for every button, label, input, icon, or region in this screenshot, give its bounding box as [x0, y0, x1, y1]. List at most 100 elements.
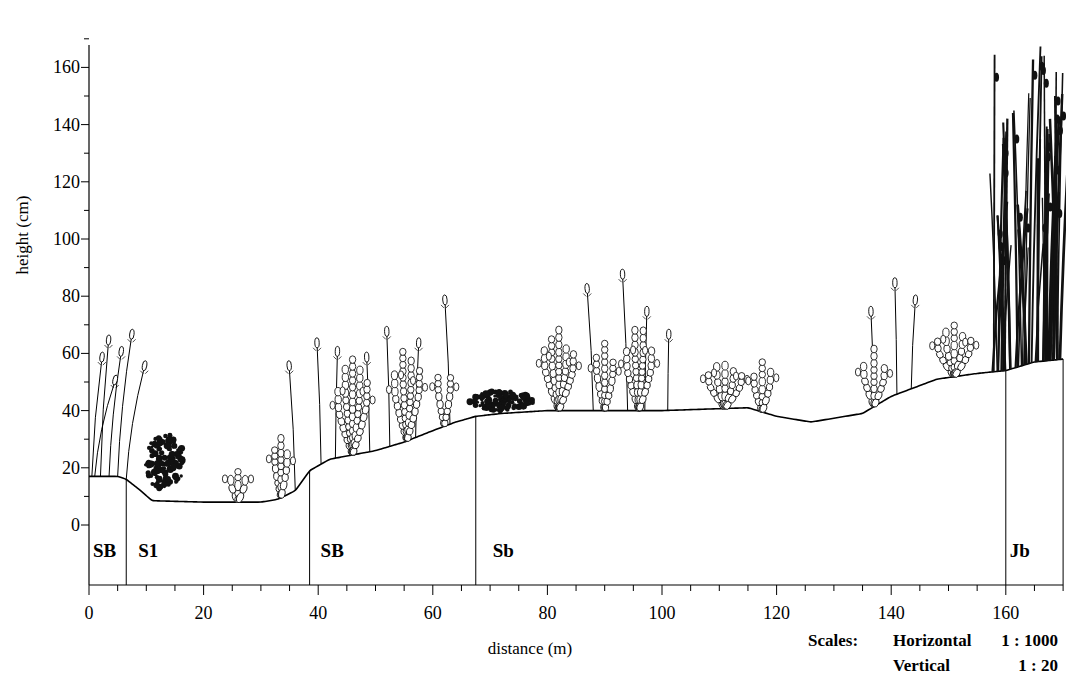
- x-tick: [919, 585, 920, 591]
- x-tick: [833, 585, 834, 591]
- grass-plant: [313, 338, 321, 464]
- y-tick: [81, 239, 89, 240]
- y-tick: [81, 525, 89, 526]
- tick-label: 0: [85, 604, 94, 622]
- succulent-plant: [430, 374, 459, 427]
- succulent-plant: [618, 326, 659, 412]
- x-tick: [203, 585, 204, 595]
- y-tick: [84, 38, 89, 39]
- tick-label: 140: [53, 116, 80, 134]
- grass-plant: [415, 338, 423, 438]
- succulent-plant: [588, 340, 621, 411]
- x-tick: [174, 585, 175, 591]
- axes: [81, 39, 1063, 595]
- tick-label: 20: [62, 459, 80, 477]
- x-tick: [289, 585, 290, 591]
- x-tick: [891, 585, 892, 595]
- y-tick: [81, 67, 89, 68]
- x-tick: [1063, 585, 1064, 591]
- x-tick: [633, 585, 634, 591]
- grass-plant: [109, 346, 125, 476]
- grass-plant: [619, 269, 628, 410]
- x-tick: [776, 585, 777, 595]
- scale-note: Horizontal: [893, 632, 971, 649]
- x-tick: [690, 585, 691, 591]
- tick-label: 160: [992, 604, 1019, 622]
- succulent-plant: [855, 345, 892, 408]
- x-tick: [260, 585, 261, 591]
- profile-edge: [1063, 359, 1064, 585]
- succulent-plant: [222, 469, 253, 504]
- x-tick: [719, 585, 720, 591]
- scale-value: 1 : 1000: [1001, 632, 1058, 649]
- grass-plant: [118, 329, 136, 476]
- x-tick: [375, 585, 376, 591]
- tick-label: 20: [195, 604, 213, 622]
- grass-plant: [665, 329, 673, 410]
- y-tick: [84, 267, 89, 268]
- x-tick: [747, 585, 748, 591]
- x-tick: [232, 585, 233, 591]
- zone-band: SB: [310, 541, 476, 567]
- tick-label: 60: [424, 604, 442, 622]
- succulent-plant: [700, 361, 749, 410]
- tick-label: 160: [53, 58, 80, 76]
- zone-divider: [1005, 371, 1006, 585]
- succulent-plant: [536, 326, 581, 412]
- zone-label: SB: [92, 541, 117, 560]
- x-tick: [461, 585, 462, 591]
- y-tick: [84, 153, 89, 154]
- axis-title: distance (m): [488, 640, 573, 657]
- tick-label: 100: [53, 230, 80, 248]
- y-tick: [81, 410, 89, 411]
- x-tick: [404, 585, 405, 591]
- scale-note: Vertical: [893, 657, 950, 674]
- x-tick: [346, 585, 347, 591]
- succulent-plant: [266, 434, 295, 498]
- x-tick: [948, 585, 949, 591]
- zone-band: Jb: [1006, 541, 1063, 567]
- tick-label: 80: [62, 287, 80, 305]
- grass-plant: [383, 326, 391, 446]
- dark-shrub: [467, 388, 535, 413]
- x-tick: [547, 585, 548, 595]
- y-tick: [84, 210, 89, 211]
- zone-divider: [126, 479, 127, 585]
- tick-label: 80: [538, 604, 556, 622]
- x-tick: [318, 585, 319, 595]
- succulent-plant: [930, 322, 979, 379]
- tick-label: 0: [71, 516, 80, 534]
- grass-plant: [911, 295, 919, 389]
- tick-label: 120: [53, 173, 80, 191]
- vegetation: [92, 46, 1066, 503]
- dark-shrub: [144, 433, 186, 492]
- zone-label: S1: [137, 541, 159, 560]
- tick-label: 100: [649, 604, 676, 622]
- x-tick: [432, 585, 433, 595]
- grass-plant: [100, 335, 112, 477]
- y-tick: [84, 324, 89, 325]
- zone-label: Sb: [492, 541, 515, 560]
- y-tick: [84, 439, 89, 440]
- succulent-plant: [746, 359, 779, 414]
- x-tick: [117, 585, 118, 591]
- y-tick: [81, 296, 89, 297]
- rush-stand: [990, 46, 1066, 371]
- scale-note: Scales:: [808, 632, 858, 649]
- ground-profile: [89, 359, 1063, 502]
- zone-divider: [475, 416, 476, 585]
- y-tick: [81, 181, 89, 182]
- x-tick: [89, 585, 90, 595]
- y-tick: [84, 96, 89, 97]
- x-tick: [662, 585, 663, 595]
- grass-plant: [363, 352, 371, 452]
- x-tick: [518, 585, 519, 591]
- zone-divider: [309, 471, 310, 585]
- scale-value: 1 : 20: [1018, 657, 1058, 674]
- x-tick: [604, 585, 605, 591]
- x-tick: [1005, 585, 1006, 595]
- zone-band: SB: [89, 541, 126, 567]
- zone-label: SB: [320, 541, 345, 560]
- y-tick: [84, 496, 89, 497]
